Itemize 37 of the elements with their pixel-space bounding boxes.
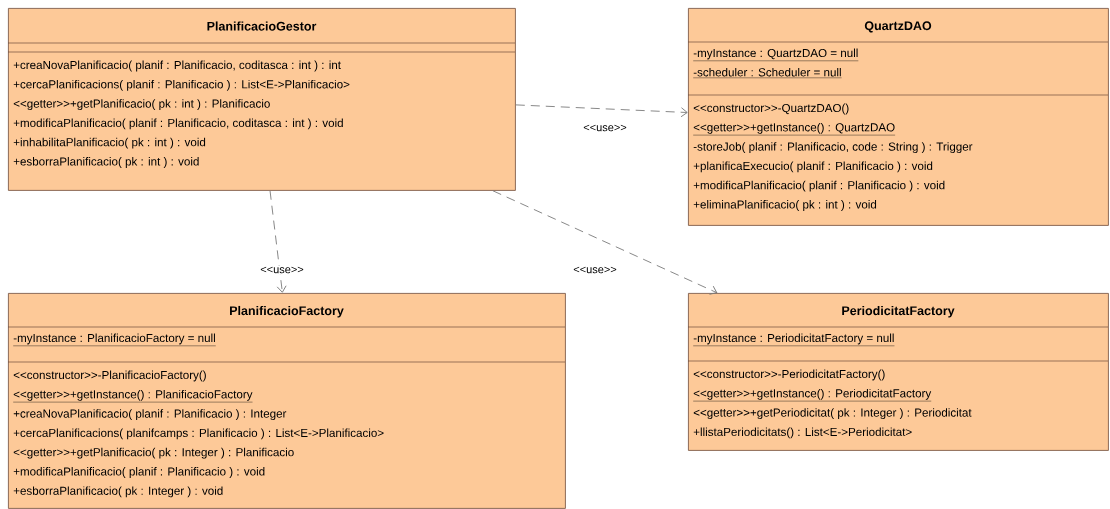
method-text: +eliminaPlanificacio( pk : int ) : void <box>693 200 877 211</box>
attribute-text: -scheduler : Scheduler = null <box>693 67 842 78</box>
method-text: +esborraPlanificacio( pk : int ) : void <box>13 157 199 168</box>
method-text: <<getter>>+getInstance() : PlanificacioFactory <box>13 389 253 403</box>
class-name: PeriodicitatFactory <box>842 305 955 318</box>
class-name: PlanificacioFactory <box>230 305 344 318</box>
dependency-arrow <box>515 104 688 118</box>
method-text: <<getter>>+getInstance() : PeriodicitatFactory <box>693 388 932 402</box>
method-text: +inhabilitaPlanificacio( pk : int ) : void <box>13 137 206 149</box>
dependency-arrow <box>269 190 287 293</box>
method-text: <<constructor>>-QuartzDAO() <box>693 103 849 115</box>
method-text: <<constructor>>-PeriodicitatFactory() <box>693 369 885 381</box>
attribute-text: -myInstance : PeriodicitatFactory = null <box>693 333 895 346</box>
method-text: +modificaPlanificacio( planif : Planificacio, coditasca : int ) : void <box>13 118 343 130</box>
dependency-arrow <box>492 190 718 295</box>
edge-label: <<use>> <box>260 266 304 274</box>
attribute-text: -myInstance : QuartzDAO = null <box>693 48 859 61</box>
method-text: +modificaPlanificacio( planif : Planificacio ) : void <box>693 180 945 192</box>
method-text: <<getter>>+getPlanificacio( pk : Integer ) : Planificacio <box>13 447 294 459</box>
method-text: -storeJob( planif : Planificacio, code : String ) : Trigger <box>693 142 973 153</box>
method-text: +modificaPlanificacio( planif : Planificacio ) : void <box>13 467 265 478</box>
method-text: +planificaExecucio( planif : Planificacio ) : void <box>693 161 933 173</box>
class-name: QuartzDAO <box>864 21 932 33</box>
method-text: +creaNovaPlanificacio( planif : Planificacio ) : Integer <box>13 409 287 420</box>
class-name: PlanificacioGestor <box>207 21 317 31</box>
method-text: +esborraPlanificacio( pk : Integer ) : void <box>13 486 223 498</box>
method-text: <<getter>>+getInstance() : QuartzDAO <box>693 122 896 136</box>
method-text: <<constructor>>-PlanificacioFactory() <box>13 370 206 382</box>
method-text: +llistaPeriodicitats() : List<E->Periodicitat> <box>693 427 912 439</box>
attribute-text: -myInstance : PlanificacioFactory = null <box>13 333 216 346</box>
method-text: +cercaPlanificacions( planifcamps : Planificacio ) : List<E->Planificacio> <box>13 428 384 440</box>
method-text: +cercaPlanificacions( planif : Planificacio ) : List<E->Planificacio> <box>13 79 350 91</box>
edge-label: <<use>> <box>583 124 627 132</box>
method-text: <<getter>>+getPeriodicitat( pk : Integer ) : Periodicitat <box>693 408 972 419</box>
method-text: <<getter>>+getPlanificacio( pk : int ) : Planificacio <box>13 99 270 110</box>
edge-label: <<use>> <box>573 266 617 274</box>
method-text: +creaNovaPlanificacio( planif : Planificacio, coditasca : int ) : int <box>13 60 341 72</box>
